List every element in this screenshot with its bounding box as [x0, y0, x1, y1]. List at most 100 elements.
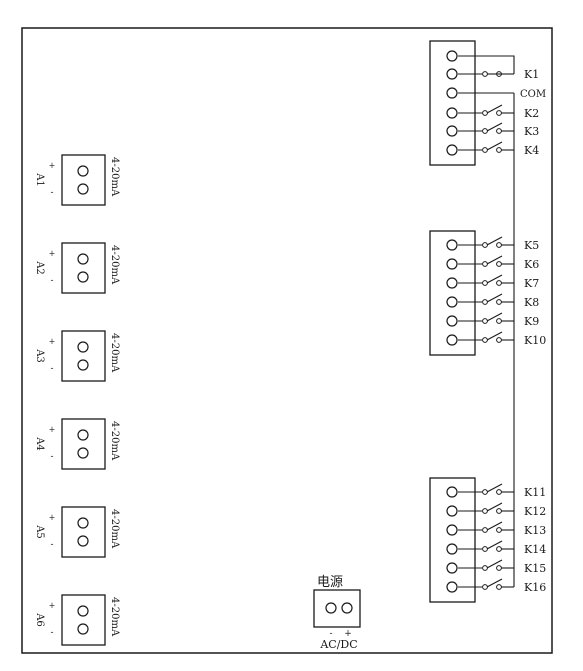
switch-contact: [496, 489, 502, 495]
relay-terminal: [446, 524, 458, 536]
relay-terminal: [446, 562, 458, 574]
relay-k13: K13: [458, 521, 546, 537]
switch-blade: [486, 141, 503, 151]
relay-terminal: [446, 334, 458, 346]
input-terminal-plus: [77, 253, 89, 265]
switch-contact: [482, 508, 488, 514]
switch-contact: [482, 261, 488, 267]
relay-k7: K7: [458, 274, 539, 290]
switch-contact: [496, 565, 502, 571]
input-spec-label: 4-20mA: [109, 333, 120, 373]
switch-blade: [486, 104, 503, 114]
power-terminal-block: [313, 589, 361, 628]
relay-k8: K8: [458, 293, 539, 309]
input-terminal-plus: [77, 165, 89, 177]
switch-blade: [486, 521, 503, 531]
switch-blade: [486, 559, 503, 569]
input-plus-sign: +: [49, 249, 56, 258]
switch-contact: [482, 128, 488, 134]
input-terminal-block: [61, 506, 106, 558]
relay-k10: K10: [458, 331, 546, 347]
relay-label: K13: [524, 524, 546, 537]
input-terminal-plus: [77, 517, 89, 529]
input-minus-sign: -: [50, 628, 53, 638]
relay-label: K16: [524, 581, 546, 594]
input-name-label: A5: [34, 524, 45, 539]
input-terminal-block: [61, 418, 106, 470]
relay-terminal: [446, 87, 458, 99]
input-minus-sign: -: [50, 452, 53, 462]
switch-blade: [486, 293, 503, 303]
relay-terminal: [446, 581, 458, 593]
switch-blade: [486, 274, 503, 284]
com-label: COM: [520, 89, 546, 100]
input-terminal-plus: [77, 605, 89, 617]
switch-contact: [482, 242, 488, 248]
switch-contact: [496, 128, 502, 134]
input-terminal-block: [61, 330, 106, 382]
switch-blade: [486, 483, 503, 493]
input-terminal-minus: [77, 183, 89, 195]
relay-k6: K6: [458, 255, 539, 271]
relay-label: K2: [524, 107, 539, 120]
input-terminal-minus: [77, 535, 89, 547]
relay-k4: K4: [458, 141, 539, 157]
input-terminal-minus: [77, 447, 89, 459]
relay-label: K10: [524, 334, 546, 347]
relay-terminal: [446, 258, 458, 270]
relay-terminal: [446, 315, 458, 327]
switch-blade: [486, 122, 503, 132]
switch-contact: [496, 261, 502, 267]
relay-k9: K9: [458, 312, 539, 328]
input-spec-label: 4-20mA: [109, 597, 120, 637]
relay-label: K11: [524, 486, 546, 499]
power-type-label: AC/DC: [319, 638, 357, 651]
input-terminal-minus: [77, 359, 89, 371]
switch-contact: [496, 110, 502, 116]
input-spec-label: 4-20mA: [109, 509, 120, 549]
relay-k15: K15: [458, 559, 546, 575]
switch-contact: [482, 71, 488, 77]
switch-blade: [486, 540, 503, 550]
input-name-label: A4: [34, 436, 45, 451]
relay-k5: K5: [458, 236, 539, 252]
relay-k1: K1: [458, 68, 539, 81]
relay-label: K12: [524, 505, 546, 518]
input-terminal-block: [61, 242, 106, 294]
input-spec-label: 4-20mA: [109, 421, 120, 461]
input-terminal-minus: [77, 623, 89, 635]
relay-terminal: [446, 505, 458, 517]
input-terminal-minus: [77, 271, 89, 283]
switch-contact: [482, 584, 488, 590]
switch-contact: [496, 337, 502, 343]
switch-blade: [486, 578, 503, 588]
switch-contact: [482, 110, 488, 116]
switch-contact: [482, 527, 488, 533]
switch-contact: [496, 147, 502, 153]
relay-label: K3: [524, 125, 539, 138]
input-plus-sign: +: [49, 513, 56, 522]
relay-label: K8: [524, 296, 539, 309]
relay-terminal: [446, 50, 458, 62]
power-terminal-minus: [325, 602, 337, 614]
relay-terminal-block: [429, 230, 476, 356]
input-name-label: A3: [34, 348, 45, 363]
switch-contact: [482, 546, 488, 552]
switch-contact: [482, 299, 488, 305]
relay-k14: K14: [458, 540, 546, 556]
power-minus-sign: -: [329, 629, 332, 639]
switch-blade: [486, 502, 503, 512]
switch-contact: [482, 147, 488, 153]
relay-k16: K16: [458, 578, 546, 594]
switch-blade: [486, 331, 503, 341]
input-plus-sign: +: [49, 601, 56, 610]
diagram-border: [21, 27, 553, 654]
switch-blade: [486, 236, 503, 246]
input-name-label: A2: [34, 260, 45, 275]
